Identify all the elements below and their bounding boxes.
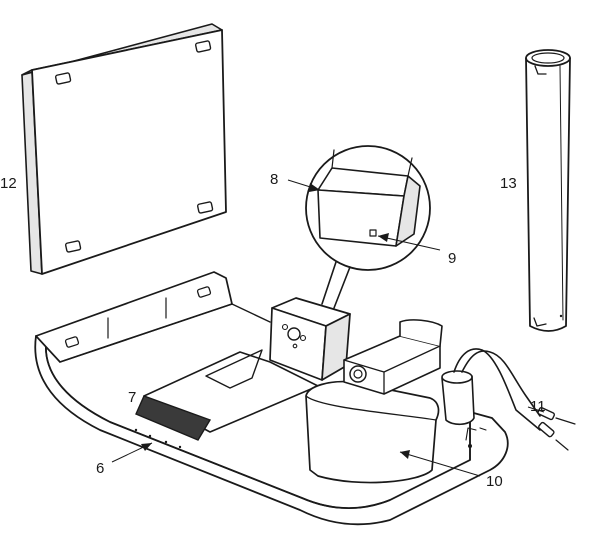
tube-part-13 xyxy=(525,49,571,332)
module-box xyxy=(269,297,351,381)
callout-10: 10 xyxy=(486,473,503,490)
callout-13: 13 xyxy=(500,175,517,192)
callout-11: 11 xyxy=(530,398,546,415)
post-housing-part-10 xyxy=(305,319,443,484)
callout-9: 9 xyxy=(448,250,456,267)
panel-part-12 xyxy=(21,23,227,275)
leader-lines xyxy=(111,179,545,477)
callout-7: 7 xyxy=(128,389,136,406)
callout-6: 6 xyxy=(96,460,104,477)
arrowheads xyxy=(141,183,410,459)
ramp-part-7 xyxy=(135,349,319,441)
callout-12: 12 xyxy=(0,175,17,192)
base-tray-part-6 xyxy=(34,271,509,526)
detail-magnifier xyxy=(305,145,431,309)
callout-8: 8 xyxy=(270,171,278,188)
cable-cup-part-11 xyxy=(441,348,576,451)
